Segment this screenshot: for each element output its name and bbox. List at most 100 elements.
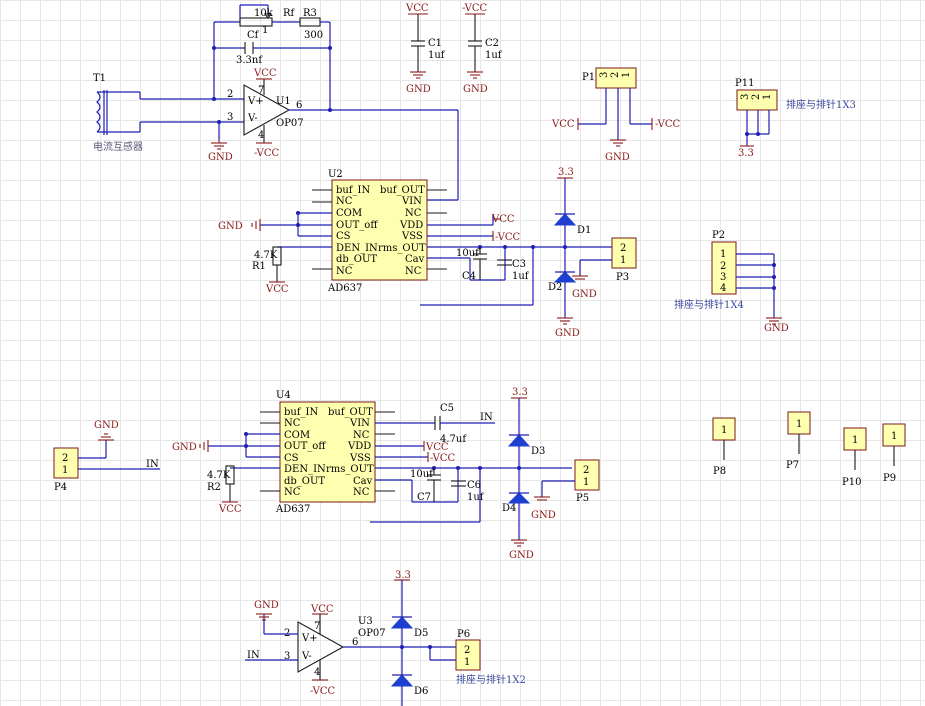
p1-pin3: 3 — [599, 72, 610, 78]
u2-l7: db_OUT — [336, 254, 377, 265]
u2-l4: OUT_off — [336, 220, 378, 231]
p10-ref: P10 — [842, 477, 861, 488]
connector-p7[interactable]: 1 P7 — [786, 411, 811, 471]
d3-v33: 3.3 — [512, 387, 528, 398]
u3-in: IN — [247, 650, 260, 661]
p3-ref: P3 — [616, 272, 629, 283]
diode-d3: 3.3 D3 — [507, 387, 545, 493]
p7-ref: P7 — [786, 460, 799, 471]
p2-pin4: 4 — [720, 283, 726, 294]
transformer-t1: T1 电流互感器 — [93, 73, 143, 153]
ic-u2-ad637: U2 AD637 buf_IN NC COM OUT_off CS DEN_IN… — [327, 169, 428, 294]
u2-r1: buf_OUT — [380, 185, 425, 196]
connector-p4[interactable]: 2 1 P4 GND IN — [53, 420, 160, 493]
connector-p6[interactable]: 2 1 P6 排座与排针1X2 — [455, 629, 526, 686]
p6-pin2: 2 — [464, 645, 470, 656]
transformer-label: 电流互感器 — [93, 140, 143, 153]
pin-7: 7 — [258, 85, 264, 96]
u2-l1: buf_IN — [336, 185, 370, 196]
r2-ref: R2 — [207, 482, 221, 493]
u2-r8: NC — [405, 266, 422, 277]
c2-ref: C2 — [485, 38, 499, 49]
u2-r6: rms_OUT — [378, 243, 426, 254]
connector-p3[interactable]: 2 1 P3 GND — [572, 237, 637, 300]
c1-ref: C1 — [428, 38, 442, 49]
connector-p1[interactable]: 3 2 1 P1 VCC -VCC GND — [551, 67, 681, 163]
u4-vss: -VCC — [430, 453, 456, 464]
r3-ref: R3 — [303, 8, 317, 19]
pin-2: 2 — [227, 89, 233, 100]
p11-pin1: 1 — [762, 94, 773, 100]
diode-d4: GND D4 — [502, 492, 534, 561]
p4-pin2: 2 — [62, 453, 68, 464]
cf-value: 3.3nf — [236, 55, 263, 66]
u2-r7: Cav — [405, 254, 425, 265]
u2-l3: COM — [336, 208, 362, 219]
d2-gnd: GND — [555, 328, 580, 339]
u4-vdd: VCC — [425, 442, 449, 453]
diode-d6: D6 — [390, 674, 428, 706]
u3-nvcc: -VCC — [310, 686, 336, 697]
c5-ref: C5 — [440, 403, 454, 414]
u2-r4: VDD — [399, 220, 423, 231]
c7-value: 10uf — [410, 469, 434, 480]
u3-pin3: 3 — [284, 651, 290, 662]
p7-pin: 1 — [796, 419, 802, 430]
u2-vss: -VCC — [495, 232, 521, 243]
p5-ref: P5 — [576, 493, 589, 504]
rf-label: Rf — [283, 8, 296, 19]
op-amp-vp: V+ — [247, 96, 264, 107]
u4-r5: VSS — [349, 453, 371, 464]
ic-u4-ad637: U4 AD637 buf_IN NC COM OUT_off CS DEN_IN… — [275, 390, 376, 515]
connector-p5[interactable]: 2 1 P5 GND — [531, 459, 600, 521]
u4-r6: rms_OUT — [326, 464, 374, 475]
u2-l6: DEN_IN — [336, 243, 378, 254]
u3-pin7: 7 — [314, 621, 320, 632]
p11-pin2: 2 — [751, 94, 762, 100]
cf-ref: Cf — [247, 30, 260, 41]
r2-vcc: VCC — [218, 504, 242, 515]
u2-gnd: GND — [218, 221, 243, 232]
p2-gnd: GND — [764, 323, 789, 334]
p11-ref: P11 — [735, 78, 754, 89]
d4-gnd: GND — [509, 550, 534, 561]
c4-ref: C4 — [462, 271, 476, 282]
p3-pin2: 2 — [620, 243, 626, 254]
u4-l3: COM — [284, 430, 310, 441]
u4-l4: OUT_off — [284, 441, 326, 452]
u2-r3: NC — [405, 208, 422, 219]
u2-l2: NC — [336, 196, 353, 207]
c7-ref: C7 — [417, 492, 431, 503]
connector-p10[interactable]: 1 P10 — [842, 427, 867, 488]
c2-nvcc: -VCC — [462, 3, 488, 14]
resistor-r2: 4.7K R2 VCC — [207, 465, 242, 515]
connector-p9[interactable]: 1 P9 — [882, 423, 906, 484]
p4-gnd: GND — [94, 420, 119, 431]
gnd-label: GND — [208, 152, 233, 163]
u2-vdd: VCC — [491, 214, 515, 225]
pin-3: 3 — [227, 112, 233, 123]
connector-p8[interactable]: 1 P8 — [712, 417, 736, 477]
vcc-label: VCC — [253, 68, 277, 79]
u4-l6: DEN_IN — [284, 464, 326, 475]
u4-l8: NC — [284, 487, 301, 498]
diode-d2: GND D2 — [548, 271, 580, 339]
op-amp-vm: V- — [247, 113, 258, 124]
capacitor-c2: -VCC C2 1uf GND — [462, 3, 503, 95]
r3-value: 300 — [304, 30, 323, 41]
c1-value: 1uf — [428, 50, 446, 61]
p5-pin2: 2 — [583, 465, 589, 476]
connector-p2[interactable]: 1 2 3 4 P2 排座与排针1X4 GND — [674, 230, 789, 334]
c2-gnd: GND — [463, 84, 488, 95]
u4-l7: db_OUT — [284, 476, 325, 487]
p1-vcc: VCC — [551, 119, 575, 130]
p1-ref: P1 — [582, 72, 595, 83]
u4-l1: buf_IN — [284, 407, 318, 418]
pot-rf: 10k 1 Rf — [239, 4, 296, 36]
u2-l8: NC — [336, 266, 353, 277]
u4-part: AD637 — [275, 504, 310, 515]
p4-pin1: 1 — [62, 465, 68, 476]
d1-ref: D1 — [577, 225, 591, 236]
connector-p11[interactable]: 3 2 1 P11 排座与排针1X3 3.3 — [735, 78, 856, 159]
op-amp-u3: V+ V- 2 3 6 7 4 U3 OP07 VCC -VCC — [284, 604, 386, 697]
